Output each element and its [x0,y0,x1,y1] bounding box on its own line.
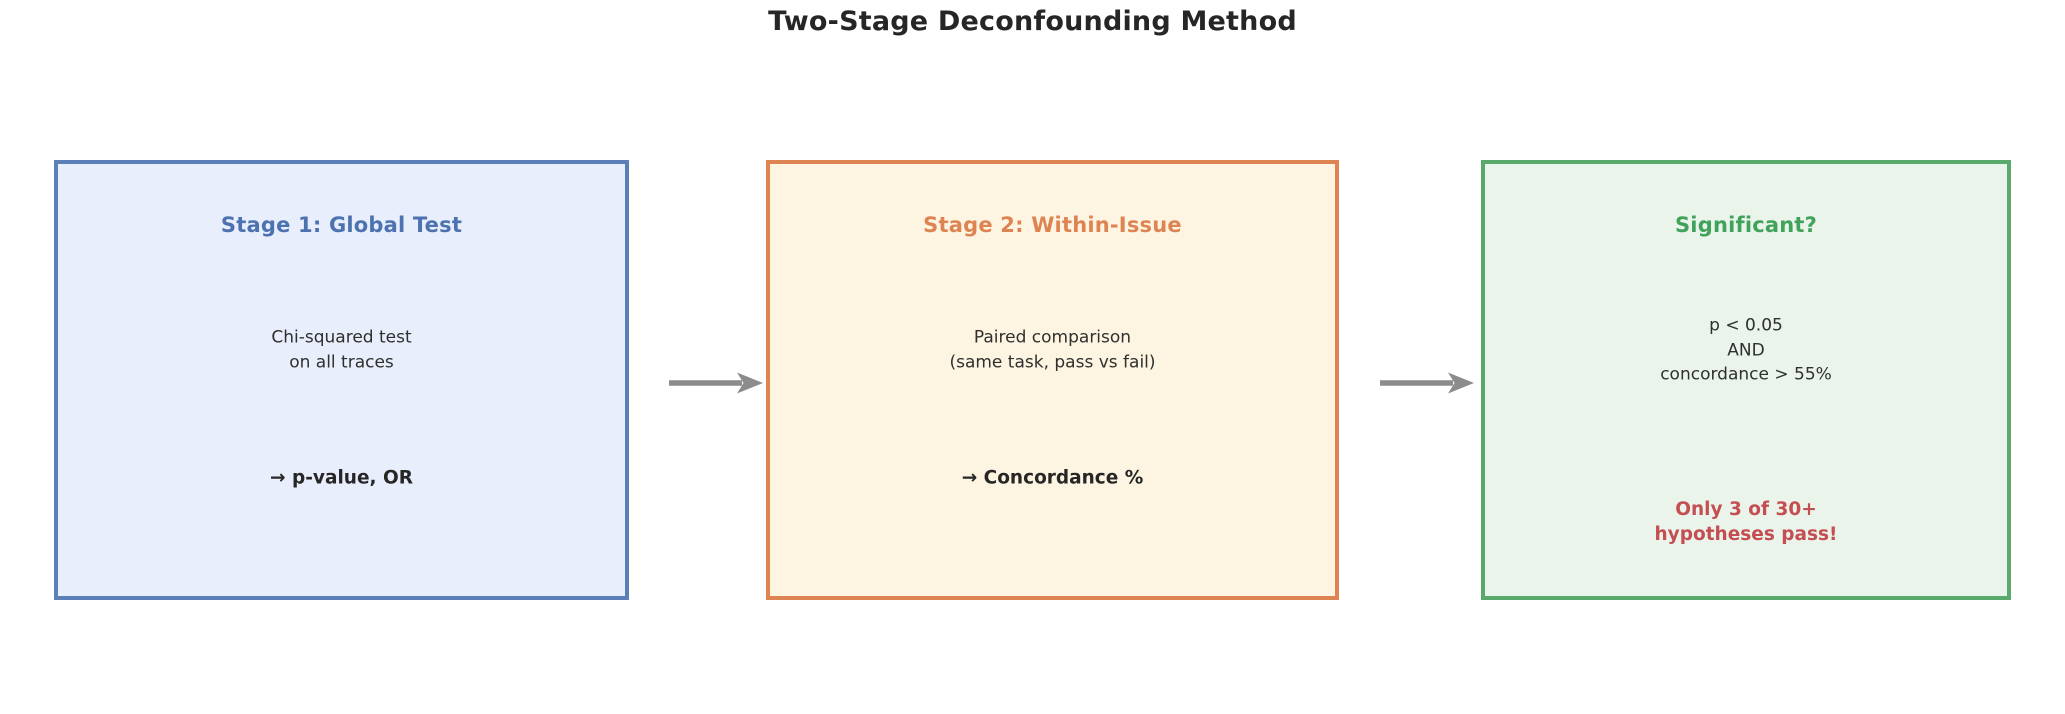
stage1-title: Stage 1: Global Test [220,213,463,237]
stage2-box: Stage 2: Within-Issue Paired comparison … [766,160,1339,600]
significant-title: Significant? [1674,213,1818,237]
stage2-result-text: → Concordance % [961,467,1144,489]
significant-criteria-text: p < 0.05 AND concordance > 55% [1660,315,1832,385]
stage2-title: Stage 2: Within-Issue [923,213,1182,237]
stage1-body-text: Chi-squared test on all traces [271,327,412,373]
arrow-right-icon [1380,372,1474,394]
stage1-box: Stage 1: Global Test Chi-squared test on… [54,160,629,600]
significant-box: Significant? p < 0.05 AND concordance > … [1481,160,2011,600]
stage1-result-text: → p-value, OR [270,467,413,489]
significant-warning-text: Only 3 of 30+ hypotheses pass! [1654,499,1838,545]
stage2-body-text: Paired comparison (same task, pass vs fa… [949,327,1156,373]
arrow-right-icon [669,372,763,394]
figure-title: Two-Stage Deconfounding Method [768,6,1297,37]
